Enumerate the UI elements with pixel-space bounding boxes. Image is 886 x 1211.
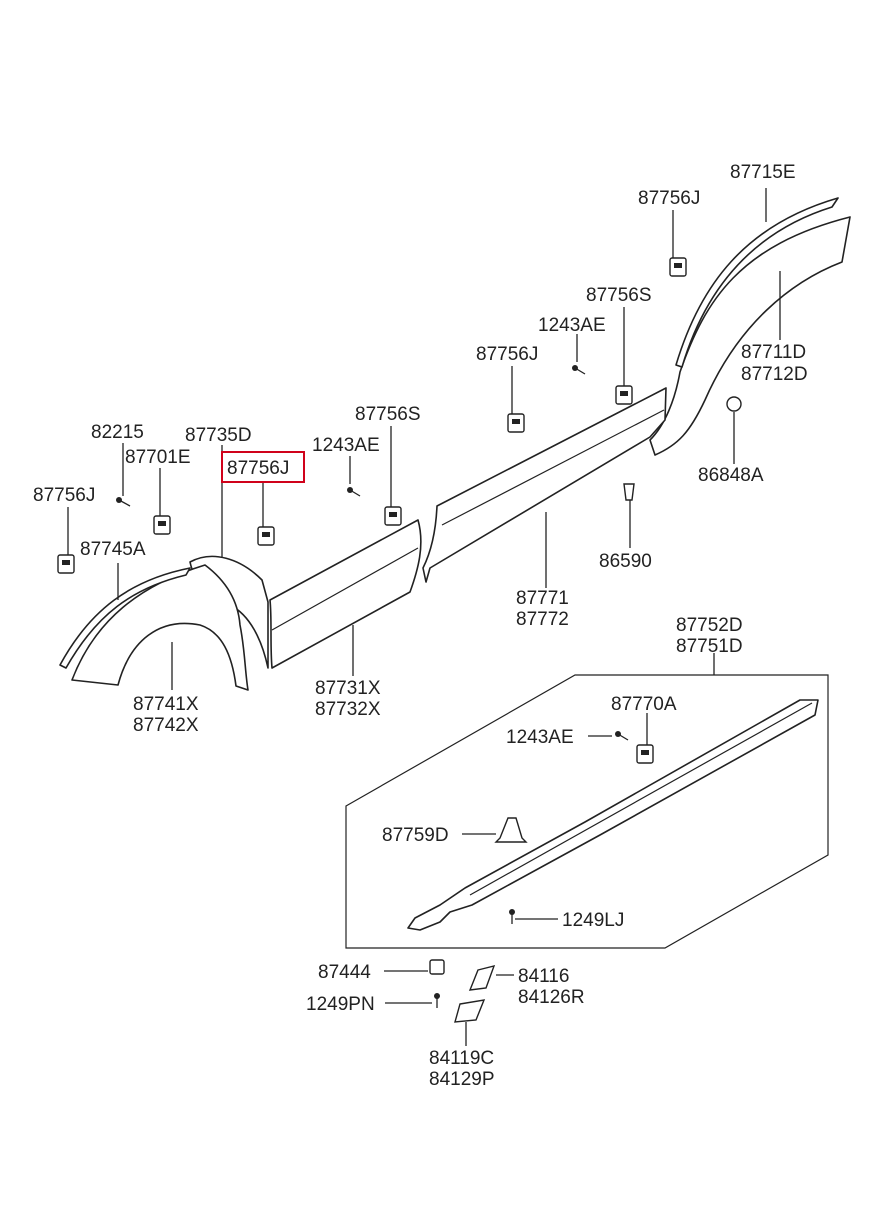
label-87444: 87444 (318, 962, 371, 983)
label-87770A: 87770A (611, 694, 677, 715)
label-87742X: 87742X (133, 715, 199, 736)
screw-1249PN (434, 993, 440, 1008)
label-84119C: 84119C (429, 1048, 494, 1069)
label-87756J-left: 87756J (33, 485, 95, 506)
screw-1243AE-lower (615, 731, 629, 741)
screw-1243AE-upper (572, 365, 586, 375)
nut-86848A (726, 396, 742, 412)
label-1243AE-upper: 1243AE (538, 315, 606, 336)
label-87741X: 87741X (133, 694, 199, 715)
label-87756J-upper: 87756J (638, 188, 700, 209)
rear-wheel-arch-garnish (649, 216, 851, 456)
clip-87756J-middle (507, 413, 525, 433)
label-1243AE-lower: 1243AE (506, 727, 574, 748)
nut-87444 (429, 959, 445, 975)
clip-87756J-left (57, 554, 75, 574)
label-87715E: 87715E (730, 162, 796, 183)
clip-86590 (623, 483, 635, 501)
rear-arch-molding-strip (675, 197, 839, 368)
label-84116: 84116 (518, 966, 569, 987)
side-sill-assembly-box (345, 674, 829, 949)
label-87701E: 87701E (125, 447, 191, 468)
label-87756J-highlighted: 87756J (227, 458, 289, 479)
label-1243AE-middle: 1243AE (312, 435, 380, 456)
label-87732X: 87732X (315, 699, 381, 720)
label-87756J-middle: 87756J (476, 344, 538, 365)
clip-87770A (636, 744, 654, 764)
clip-87756S-upper (615, 385, 633, 405)
screw-82215 (116, 497, 131, 507)
clip-87759D (494, 817, 528, 843)
label-87759D: 87759D (382, 825, 449, 846)
label-87756S-lower: 87756S (355, 404, 421, 425)
label-84129P: 84129P (429, 1069, 495, 1090)
front-wheel-arch-garnish (71, 564, 249, 691)
screw-1243AE-middle (347, 487, 361, 497)
front-arch-molding-strip (59, 567, 191, 669)
clip-87756J-upper (669, 257, 687, 277)
label-86590: 86590 (599, 551, 652, 572)
label-1249LJ: 1249LJ (562, 910, 624, 931)
clip-87701E (153, 515, 171, 535)
label-87772: 87772 (516, 609, 569, 630)
label-87735D: 87735D (185, 425, 252, 446)
label-86848A: 86848A (698, 465, 764, 486)
label-1249PN: 1249PN (306, 994, 375, 1015)
pad-84119C (454, 999, 486, 1023)
label-87751D: 87751D (676, 636, 743, 657)
label-87712D: 87712D (741, 364, 808, 385)
label-87711D: 87711D (741, 342, 806, 363)
label-87771: 87771 (516, 588, 569, 609)
label-87731X: 87731X (315, 678, 381, 699)
rear-door-garnish (422, 387, 667, 583)
label-87752D: 87752D (676, 615, 743, 636)
label-87756S-upper: 87756S (586, 285, 652, 306)
pad-84116 (468, 965, 496, 991)
label-84126R: 84126R (518, 987, 585, 1008)
label-82215: 82215 (91, 422, 144, 443)
front-door-garnish (269, 519, 422, 669)
clip-87756S-lower (384, 506, 402, 526)
screw-1249LJ (509, 909, 515, 924)
clip-87756J-highlighted (257, 526, 275, 546)
highlight-box (221, 451, 305, 483)
label-87745A: 87745A (80, 539, 146, 560)
